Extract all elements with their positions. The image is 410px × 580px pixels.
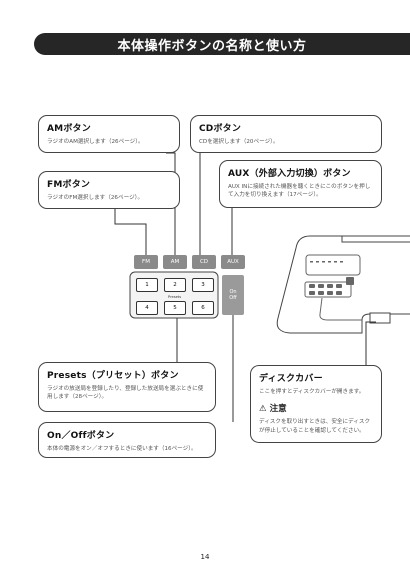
am-callout-heading: AMボタン bbox=[47, 124, 91, 134]
fm-button-callout: FMボタン ラジオのFM選択します（26ページ）。 bbox=[38, 171, 180, 209]
presets-button-callout: Presets（プリセット）ボタン ラジオの放送局を登録したり、登録した放送局を… bbox=[38, 362, 216, 412]
disc-cover-callout: ディスクカバー ここを押すとディスクカバーが開きます。 ⚠ 注意 ディスクを取り… bbox=[250, 365, 382, 443]
page-number: 14 bbox=[200, 553, 210, 561]
aux-button[interactable]: AUX bbox=[221, 255, 245, 269]
presets-callout-heading: Presets（プリセット）ボタン bbox=[47, 371, 179, 381]
cd-callout-body: CDを選択します（20ページ）。 bbox=[199, 139, 279, 145]
on-off-callout-body: 本体の電源をオン／オフするときに使います（16ページ）。 bbox=[47, 446, 197, 452]
on-off-callout-heading: On／Offボタン bbox=[47, 431, 115, 441]
preset-button-4[interactable]: 4 bbox=[136, 301, 158, 315]
cd-callout-heading: CDボタン bbox=[199, 124, 242, 134]
preset-button-2[interactable]: 2 bbox=[164, 278, 186, 292]
on-off-button-callout: On／Offボタン 本体の電源をオン／オフするときに使います（16ページ）。 bbox=[38, 422, 216, 458]
am-callout-body: ラジオのAM選択します（26ページ）。 bbox=[47, 139, 144, 145]
am-button-callout: AMボタン ラジオのAM選択します（26ページ）。 bbox=[38, 115, 180, 153]
fm-button[interactable]: FM bbox=[134, 255, 158, 269]
am-button[interactable]: AM bbox=[163, 255, 187, 269]
presets-label: Presets bbox=[168, 295, 182, 299]
disc-callout-body: ここを押すとディスクカバーが開きます。 bbox=[259, 389, 365, 395]
preset-button-3[interactable]: 3 bbox=[192, 278, 214, 292]
disc-callout-heading: ディスクカバー bbox=[259, 374, 323, 384]
aux-button-callout: AUX（外部入力切換）ボタン AUX INに接続された機器を聴くときにこのボタン… bbox=[219, 160, 382, 208]
on-off-label-on: On bbox=[229, 289, 237, 295]
warning-triangle-icon: ⚠ bbox=[259, 404, 267, 415]
presets-callout-body: ラジオの放送局を登録したり、登録した放送局を選ぶときに使用します（28ページ）。 bbox=[47, 386, 204, 401]
aux-callout-heading: AUX（外部入力切換）ボタン bbox=[228, 169, 351, 179]
preset-button-1[interactable]: 1 bbox=[136, 278, 158, 292]
page-title: 本体操作ボタンの名称と使い方 bbox=[34, 33, 410, 55]
device-illustration bbox=[276, 235, 410, 334]
aux-callout-body: AUX INに接続された機器を聴くときにこのボタンを押して入力を切り換えます（1… bbox=[228, 184, 371, 199]
preset-button-5[interactable]: 5 bbox=[164, 301, 186, 315]
caution-heading-text: 注意 bbox=[269, 404, 287, 415]
cd-button-callout: CDボタン CDを選択します（20ページ）。 bbox=[190, 115, 382, 153]
on-off-button[interactable]: On Off bbox=[222, 275, 244, 315]
on-off-label-off: Off bbox=[229, 295, 237, 301]
preset-button-6[interactable]: 6 bbox=[192, 301, 214, 315]
caution-heading: ⚠ 注意 bbox=[259, 402, 373, 414]
cd-button[interactable]: CD bbox=[192, 255, 216, 269]
fm-callout-heading: FMボタン bbox=[47, 180, 91, 190]
fm-callout-body: ラジオのFM選択します（26ページ）。 bbox=[47, 195, 144, 201]
caution-body: ディスクを取り出すときは、安全にディスクが停止していることを確認してください。 bbox=[259, 419, 371, 434]
